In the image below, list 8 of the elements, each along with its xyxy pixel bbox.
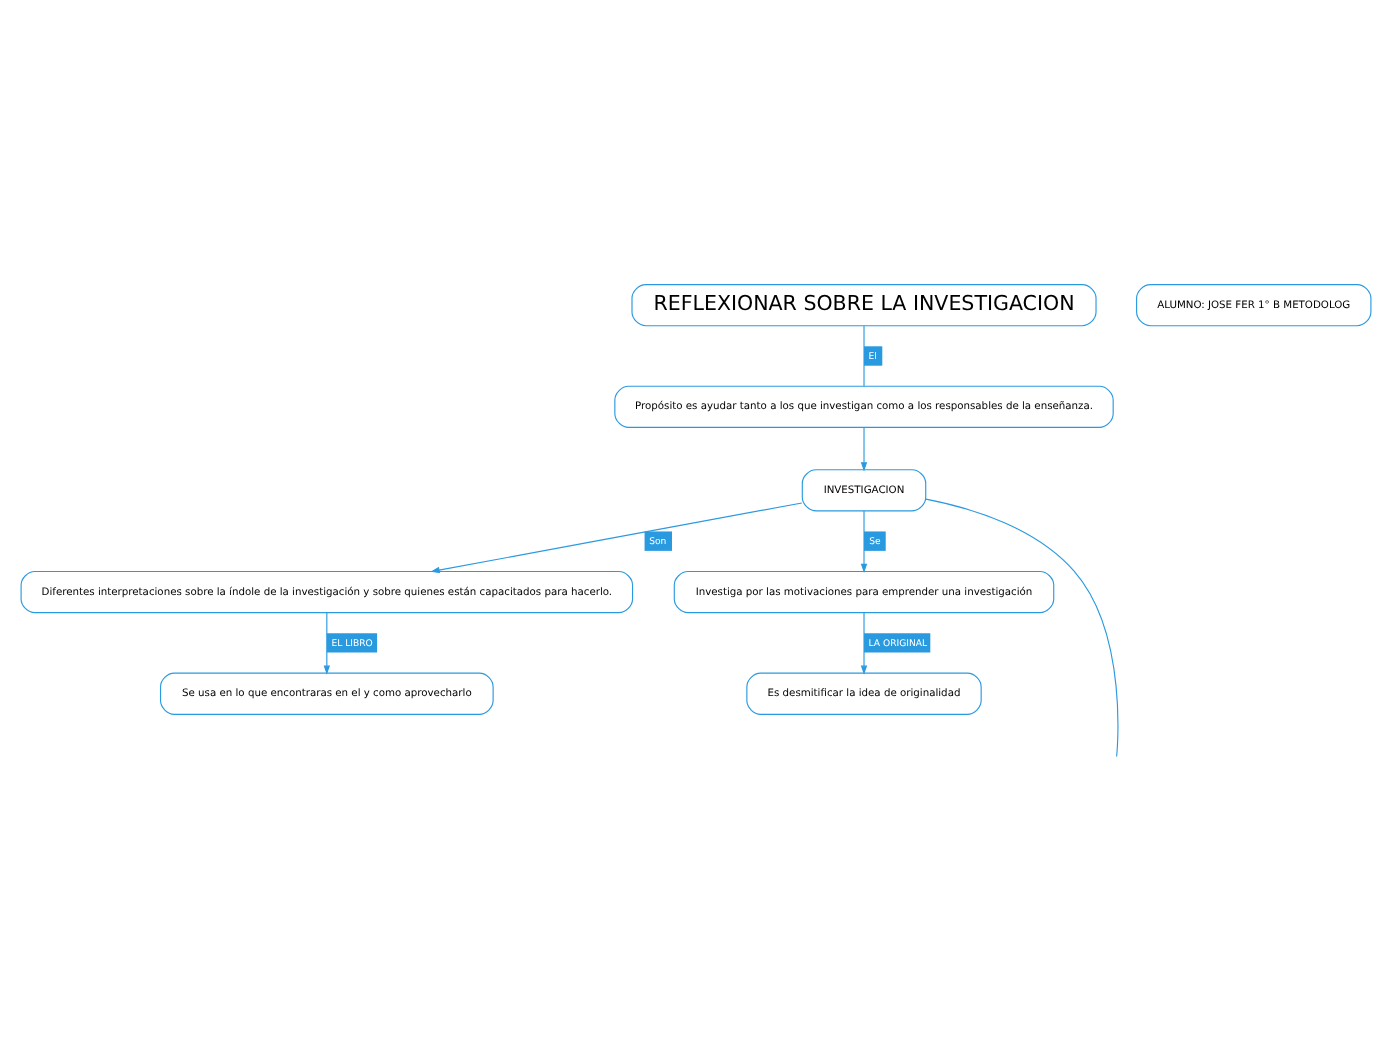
- arrow: [430, 501, 803, 573]
- arrow: [860, 426, 868, 471]
- arrow: [860, 611, 868, 674]
- node-box: REFLEXIONAR SOBRE LA INVESTIGACION: [631, 283, 1097, 326]
- connector: [863, 324, 865, 386]
- connector: [925, 497, 1119, 757]
- arrow: [323, 611, 331, 674]
- arrow: [860, 509, 868, 572]
